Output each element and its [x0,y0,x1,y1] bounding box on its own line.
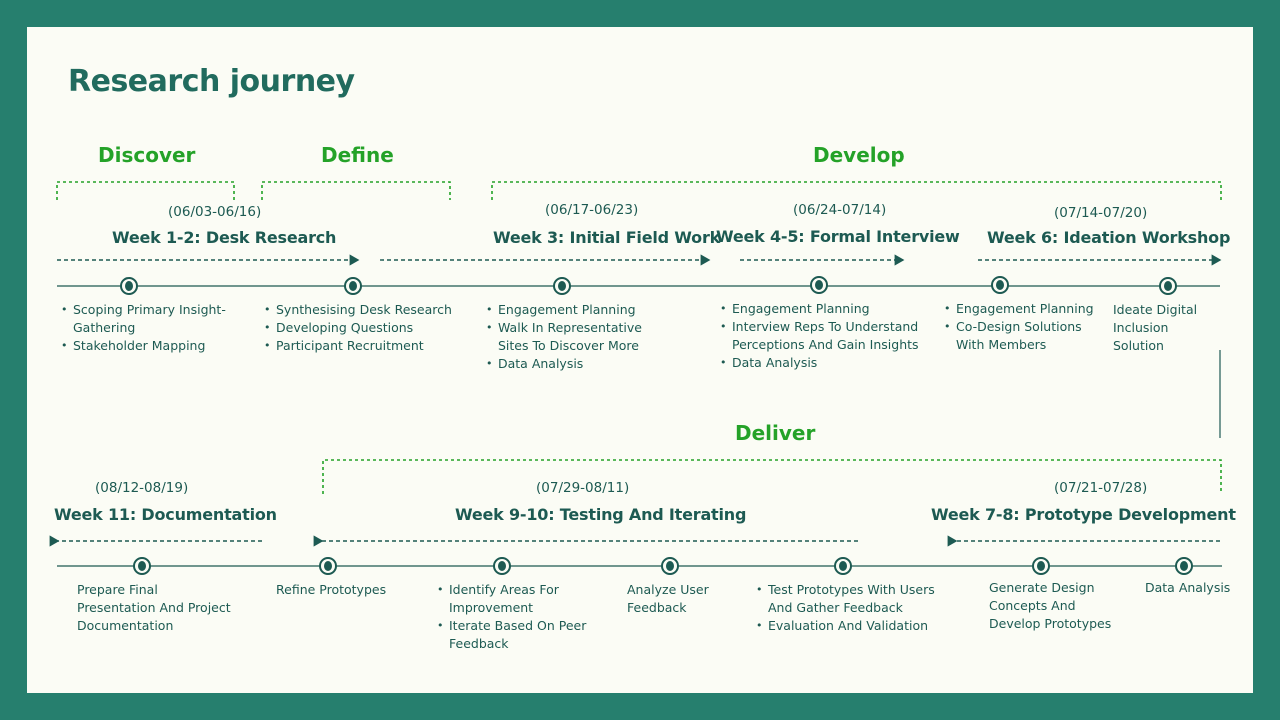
task-item: Co-Design Solutions With Members [944,318,1104,354]
phase-define: Define [321,143,394,167]
stage-date: (07/14-07/20) [1054,205,1148,221]
stage-date: (06/17-06/23) [545,202,639,218]
timeline-node [344,277,362,295]
task-text: Prepare Final Presentation And Project D… [77,582,231,633]
stage-week: Week 1-2: Desk Research [112,228,337,247]
task-item: Participant Recruitment [264,337,464,355]
stage-date: (07/21-07/28) [1054,480,1148,496]
task-item: Engagement Planning [944,300,1104,318]
timeline-node [120,277,138,295]
task-list: Identify Areas For Improvement Iterate B… [437,581,597,653]
task-item: Iterate Based On Peer Feedback [437,617,597,653]
task-item: Stakeholder Mapping [61,337,241,355]
stage-date: (06/03-06/16) [168,204,262,220]
task-list: Engagement Planning Co-Design Solutions … [944,300,1104,354]
task-item: Identify Areas For Improvement [437,581,597,617]
task-item: Synthesising Desk Research [264,301,464,319]
phase-develop: Develop [813,143,905,167]
task-item: Test Prototypes With Users And Gather Fe… [756,581,936,617]
timeline-node [553,277,571,295]
task-list: Scoping Primary Insight-Gathering Stakeh… [61,301,241,355]
task-item: Developing Questions [264,319,464,337]
timeline-node [133,557,151,575]
task-list: Engagement Planning Interview Reps To Un… [720,300,925,372]
task-text: Data Analysis [1145,580,1231,595]
develop-bracket [491,181,1222,200]
stage-date: (08/12-08/19) [95,480,189,496]
deliver-bracket [322,459,1222,494]
timeline-node [493,557,511,575]
stage-week: Week 4-5: Formal Interview [716,227,960,246]
timeline-node [834,557,852,575]
stage-week: Week 7-8: Prototype Development [931,505,1236,524]
stage-week: Week 6: Ideation Workshop [987,228,1231,247]
define-bracket [261,181,451,200]
task-item: Evaluation And Validation [756,617,936,635]
task-list: Test Prototypes With Users And Gather Fe… [756,581,936,635]
timeline-node [1159,277,1177,295]
task-item: Engagement Planning [486,301,656,319]
stage-week: Week 3: Initial Field Work [493,228,721,247]
timeline-node [319,557,337,575]
task-item: Interview Reps To Understand Perceptions… [720,318,925,354]
timeline-node [661,557,679,575]
page-title: Research journey [68,64,355,99]
stage-date: (07/29-08/11) [536,480,630,496]
stage-week: Week 11: Documentation [54,505,277,524]
timeline-node [1032,557,1050,575]
task-item: Data Analysis [486,355,656,373]
timeline-node [810,276,828,294]
task-text: Ideate Digital Inclusion Solution [1113,302,1198,353]
stage-week: Week 9-10: Testing And Iterating [455,505,747,524]
task-item: Data Analysis [720,354,925,372]
task-text: Generate Design Concepts And Develop Pro… [989,580,1112,631]
task-text: Refine Prototypes [276,582,387,597]
timeline-node [1175,557,1193,575]
stage-date: (06/24-07/14) [793,202,887,218]
task-item: Engagement Planning [720,300,925,318]
phase-discover: Discover [98,143,196,167]
timeline-node [991,276,1009,294]
task-list: Synthesising Desk Research Developing Qu… [264,301,464,355]
task-item: Scoping Primary Insight-Gathering [61,301,241,337]
task-text: Analyze User Feedback [627,582,709,615]
task-item: Walk In Representative Sites To Discover… [486,319,656,355]
task-list: Engagement Planning Walk In Representati… [486,301,656,373]
discover-bracket [56,181,235,200]
phase-deliver: Deliver [735,421,816,445]
